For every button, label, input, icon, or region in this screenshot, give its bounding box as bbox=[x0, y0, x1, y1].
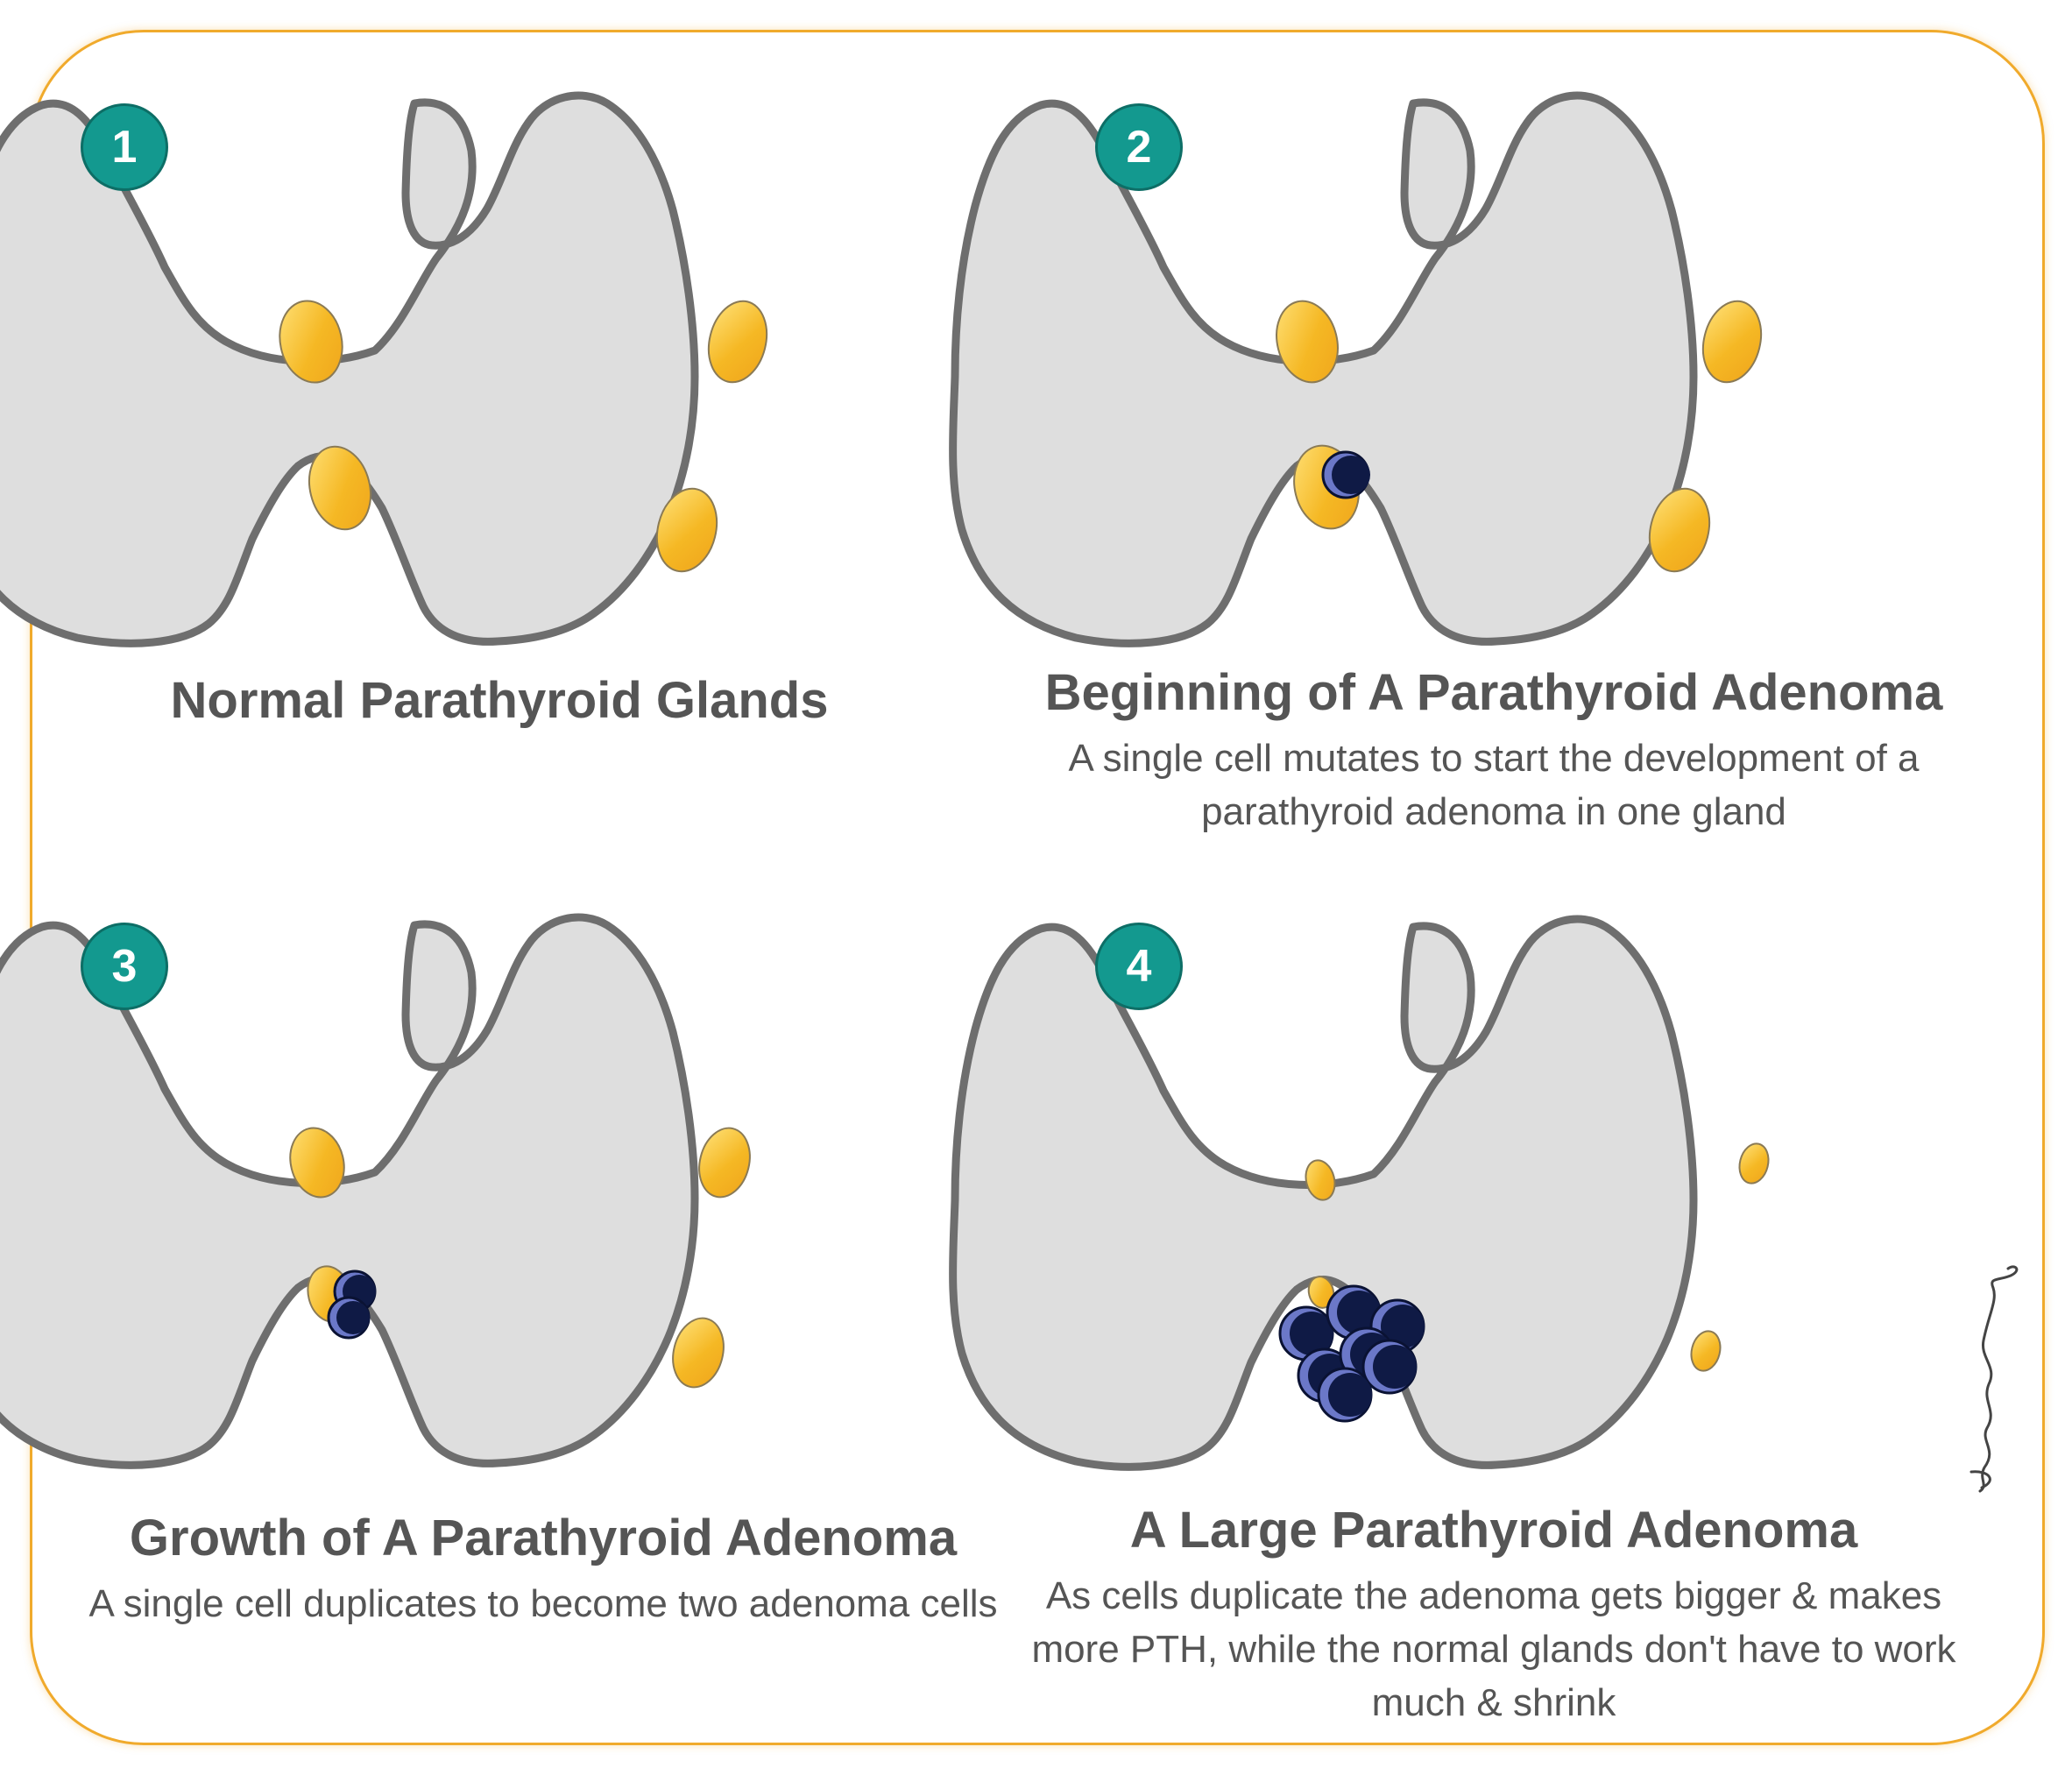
panel-1-title: Normal Parathyroid Glands bbox=[170, 672, 829, 729]
gland-4b bbox=[1738, 1142, 1770, 1185]
panel-4-title: A Large Parathyroid Adenoma bbox=[1129, 1502, 1858, 1559]
step-badge-4: 4 bbox=[1095, 923, 1183, 1010]
panel-3-description: A single cell duplicates to become two a… bbox=[88, 1582, 998, 1625]
gland-2d bbox=[1648, 487, 1711, 573]
gland-3a bbox=[289, 1127, 345, 1199]
gland-1c bbox=[308, 445, 371, 531]
panel-2-title: Beginning of A Parathyroid Adenoma bbox=[1044, 664, 1943, 721]
gland-4c bbox=[1307, 1276, 1335, 1309]
gland-4d bbox=[1690, 1330, 1722, 1372]
panel-2-description: A single cell mutates to start the devel… bbox=[1068, 737, 1920, 833]
gland-3b bbox=[698, 1127, 751, 1199]
gland-1b bbox=[707, 300, 768, 384]
artist-signature bbox=[1969, 1265, 2019, 1493]
step-badge-3: 3 bbox=[81, 923, 168, 1010]
gland-2b bbox=[1701, 300, 1763, 384]
gland-2a bbox=[1276, 300, 1339, 384]
gland-3d bbox=[672, 1317, 725, 1389]
gland-1d bbox=[655, 487, 718, 573]
panel-4-description: As cells duplicate the adenoma gets bigg… bbox=[1031, 1574, 1956, 1724]
adenoma-cluster-4 bbox=[1278, 1284, 1425, 1423]
adenoma-cell-3b bbox=[327, 1296, 371, 1340]
step-badge-1: 1 bbox=[81, 103, 168, 191]
gland-1a bbox=[279, 300, 343, 384]
gland-4a bbox=[1305, 1159, 1336, 1201]
panel-3-title: Growth of A Parathyroid Adenoma bbox=[129, 1510, 958, 1566]
step-badge-2: 2 bbox=[1095, 103, 1183, 191]
adenoma-cell-2 bbox=[1321, 450, 1370, 499]
